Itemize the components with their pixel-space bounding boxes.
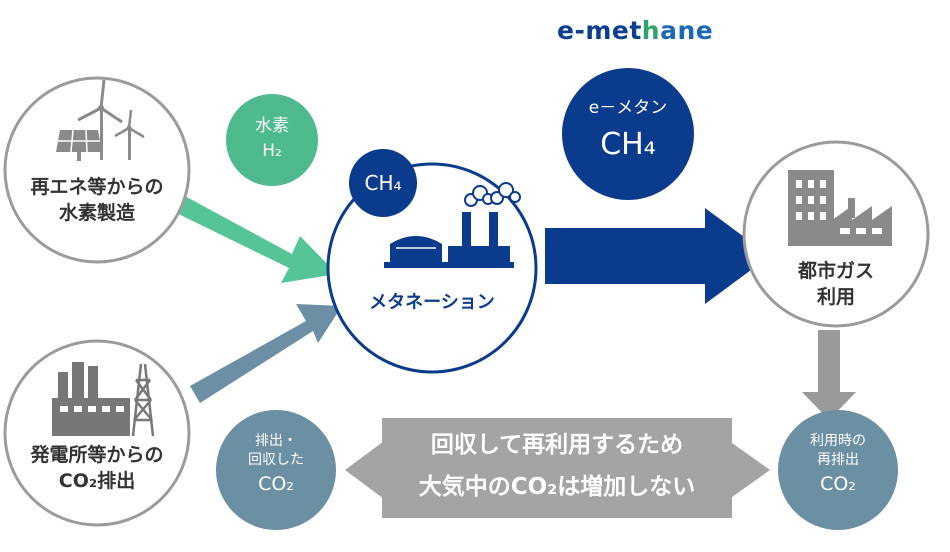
banner-line2: 大気中のCO₂は増加しない bbox=[418, 474, 696, 500]
solar-panel-icon bbox=[56, 129, 102, 161]
emethane-bubble bbox=[562, 68, 694, 200]
logo-text-h: h bbox=[641, 16, 661, 45]
emethane-flow-arrow bbox=[545, 208, 770, 304]
reemission-co2-bubble bbox=[778, 410, 898, 530]
emethane-bubble-label: e－メタン CH₄ bbox=[568, 94, 688, 168]
renewable-node-circle bbox=[3, 76, 191, 264]
logo-text-suffix: ane bbox=[660, 16, 714, 45]
reemission-co2-label: 利用時の 再排出 CO₂ bbox=[788, 432, 888, 498]
banner-line1: 回収して再利用するため bbox=[430, 432, 684, 458]
recovered-line2: 回収した bbox=[248, 452, 304, 468]
wind-turbine-icon bbox=[77, 79, 145, 160]
ch4-badge-label: CH₄ bbox=[364, 171, 402, 195]
transmission-tower-icon bbox=[131, 363, 155, 437]
e-methane-logo: e-methane bbox=[557, 16, 737, 45]
powerplant-line1: 発電所等からの bbox=[30, 444, 164, 466]
reemission-line1: 利用時の bbox=[810, 433, 866, 449]
reemission-flow-arrow bbox=[802, 330, 856, 420]
recovered-co2-label: 排出・ 回収した CO₂ bbox=[226, 432, 326, 498]
recovered-co2-bubble bbox=[216, 410, 336, 530]
renewable-line1: 再エネ等からの bbox=[30, 176, 164, 198]
emethane-line2: CH₄ bbox=[600, 127, 656, 162]
hydrogen-bubble bbox=[226, 94, 318, 186]
co2-flow-arrow bbox=[190, 304, 342, 403]
recovered-line3: CO₂ bbox=[258, 473, 294, 495]
reemission-line2: 再排出 bbox=[817, 452, 859, 468]
ch4-badge-circle bbox=[349, 149, 417, 217]
hydrogen-line1: 水素 bbox=[255, 116, 289, 136]
city-gas-line1: 都市ガス bbox=[797, 260, 874, 282]
renewable-line2: 水素製造 bbox=[58, 202, 135, 224]
chimney-smoke-icon bbox=[448, 182, 521, 264]
hydrogen-bubble-label: 水素 H₂ bbox=[232, 114, 312, 164]
city-gas-node-label: 都市ガス 利用 bbox=[776, 258, 896, 310]
factory-icon bbox=[52, 362, 130, 436]
powerplant-line2: CO₂排出 bbox=[58, 470, 136, 492]
hydrogen-flow-arrow bbox=[160, 188, 337, 283]
reemission-line3: CO₂ bbox=[820, 473, 856, 495]
building-icon bbox=[788, 170, 834, 246]
emethane-line1: e－メタン bbox=[588, 98, 668, 118]
renewable-node-label: 再エネ等からの 水素製造 bbox=[17, 174, 177, 226]
factory-icon bbox=[832, 198, 892, 246]
logo-text-prefix: e-met bbox=[557, 16, 642, 45]
powerplant-node-label: 発電所等からの CO₂排出 bbox=[17, 442, 177, 494]
city-gas-line2: 利用 bbox=[816, 286, 855, 308]
banner-box bbox=[382, 418, 732, 518]
hydrogen-line2: H₂ bbox=[262, 141, 282, 161]
recovered-line1: 排出・ bbox=[255, 433, 297, 449]
gas-tank-icon bbox=[384, 236, 514, 268]
methanation-label: メタネーション bbox=[369, 292, 495, 313]
cycle-banner-text: 回収して再利用するため 大気中のCO₂は増加しない bbox=[382, 424, 732, 508]
